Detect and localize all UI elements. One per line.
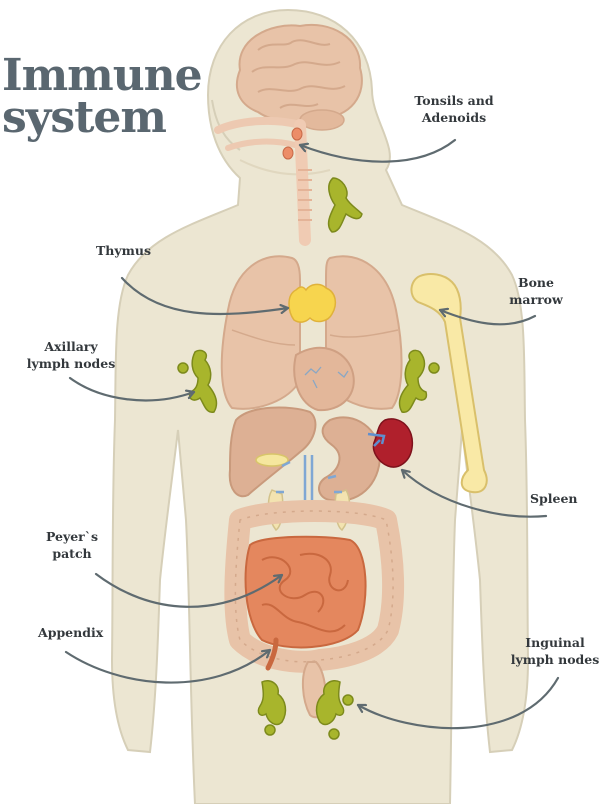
label-peyers-line-2: patch xyxy=(52,546,92,561)
spleen xyxy=(372,418,414,468)
label-spleen: Spleen xyxy=(530,491,578,506)
page-title-line-2: system xyxy=(2,92,167,143)
neck-lymph-node xyxy=(327,177,363,233)
appendix xyxy=(265,637,279,671)
inguinal-lymph-node-left xyxy=(257,680,287,736)
label-bone-marrow-line-2: marrow xyxy=(509,292,563,307)
label-axillary-line-2: lymph nodes xyxy=(26,356,116,371)
inguinal-lymph-node-right xyxy=(315,680,354,740)
label-axillary-line-1: Axillary xyxy=(44,339,98,354)
femur-bone xyxy=(410,273,488,494)
label-peyers-patch: Peyer`s patch xyxy=(36,528,108,562)
label-inguinal-lymph-nodes: Inguinal lymph nodes xyxy=(508,634,600,668)
small-intestine xyxy=(244,535,367,649)
label-bone-marrow: Bone marrow xyxy=(498,274,574,308)
tonsils xyxy=(282,127,303,160)
label-tonsils-line-1: Tonsils and xyxy=(414,93,494,108)
label-tonsils-adenoids: Tonsils and Adenoids xyxy=(404,92,504,126)
heart xyxy=(293,346,355,412)
gallbladder xyxy=(255,453,289,467)
label-inguinal-line-1: Inguinal xyxy=(525,635,585,650)
blood-vessels xyxy=(276,455,342,500)
thymus xyxy=(288,283,337,323)
label-peyers-line-1: Peyer`s xyxy=(45,529,99,544)
label-appendix: Appendix xyxy=(38,625,104,640)
label-tonsils-line-2: Adenoids xyxy=(421,110,487,125)
label-bone-marrow-line-1: Bone xyxy=(518,275,554,290)
brain xyxy=(235,23,363,131)
axillary-lymph-node-left xyxy=(177,349,218,413)
heart-vessels xyxy=(304,366,349,389)
liver xyxy=(228,406,317,498)
label-axillary-lymph-nodes: Axillary lymph nodes xyxy=(22,338,120,372)
label-thymus: Thymus xyxy=(96,243,152,258)
page-title-line-1: Immune xyxy=(2,50,203,101)
pointer-arrows xyxy=(64,138,560,730)
spleen-vessels xyxy=(367,432,386,447)
label-inguinal-line-2: lymph nodes xyxy=(510,652,600,667)
axillary-lymph-node-right xyxy=(398,349,440,413)
